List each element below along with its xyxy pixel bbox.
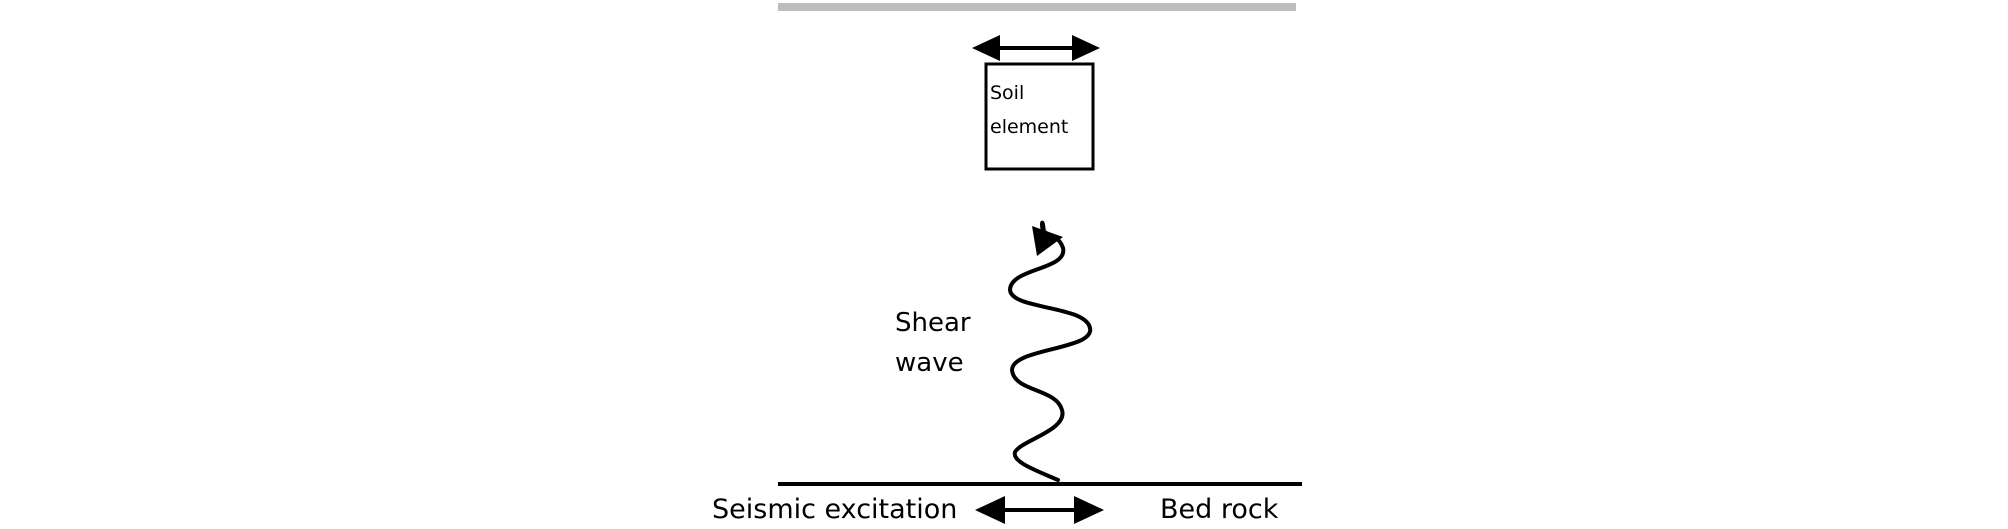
soil-element-label-line1: Soil: [990, 82, 1025, 104]
seismic-excitation-label: Seismic excitation: [712, 494, 958, 525]
seismic-excitation-arrow: [975, 496, 1104, 524]
bedrock-label: Bed rock: [1160, 494, 1279, 525]
shear-wave-arrowhead: [1032, 226, 1063, 256]
shear-wave-label-line1: Shear: [895, 308, 971, 338]
soil-element-motion-arrow: [972, 35, 1100, 61]
soil-element-box: [984, 62, 1095, 171]
soil-element-label-line2: element: [990, 116, 1069, 138]
shear-wave-path: [1007, 220, 1093, 482]
shear-wave-label-line2: wave: [895, 348, 964, 378]
